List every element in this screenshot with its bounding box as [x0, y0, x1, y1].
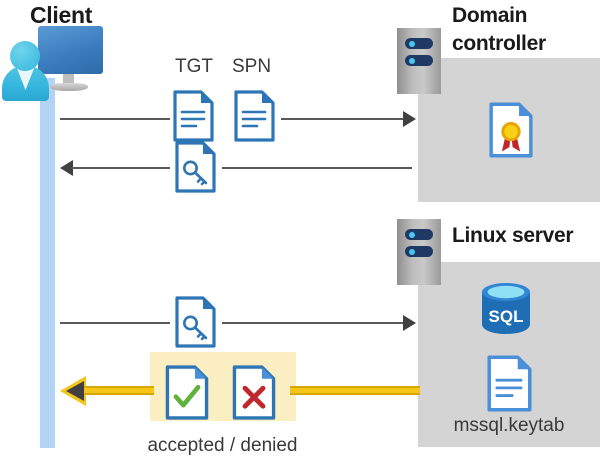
server-bay: [405, 55, 433, 66]
flow-line-present-right: [222, 322, 403, 324]
flow-line-return-right: [222, 167, 412, 169]
key-document-icon-present: [175, 296, 216, 348]
page-title-domain-controller: Domain controller: [452, 2, 600, 58]
key-document-icon-ticket: [175, 141, 216, 193]
page-title-linux-server: Linux server: [452, 224, 574, 247]
monitor-base: [50, 83, 88, 91]
flow-line-request-left: [60, 118, 170, 120]
keytab-filename-label: mssql.keytab: [453, 415, 565, 436]
flow-line-request-right: [281, 118, 403, 120]
arrowhead-result-inner: [66, 381, 84, 401]
tgt-label: TGT: [175, 56, 213, 77]
server-rack-icon-linux: [397, 219, 441, 285]
text-document-icon-tgt: [173, 90, 214, 142]
server-led-icon: [409, 57, 415, 64]
text-document-icon-spn: [234, 90, 275, 142]
monitor-neck: [63, 74, 74, 85]
arrowhead-present-ticket: [403, 315, 416, 331]
flow-line-present-left: [60, 322, 170, 324]
check-document-icon-accepted: [165, 365, 209, 420]
person-head-icon: [10, 41, 40, 71]
server-bay: [405, 246, 433, 257]
flow-line-return-left: [72, 167, 170, 169]
server-rack-icon-domain-controller: [397, 28, 441, 94]
flow-line-result-left: [84, 386, 154, 395]
server-bay: [405, 229, 433, 240]
server-bay: [405, 38, 433, 49]
cross-document-icon-denied: [232, 365, 276, 420]
sql-label: SQL: [489, 307, 524, 326]
server-led-icon: [409, 40, 415, 47]
sql-database-icon: SQL: [478, 279, 534, 337]
domain-controller-title-line2: controller: [452, 32, 546, 55]
spn-label: SPN: [232, 56, 272, 77]
auth-result-label: accepted / denied: [147, 435, 298, 456]
client-lifeline: [40, 78, 55, 448]
arrowhead-request-tgt: [403, 111, 416, 127]
user-at-monitor-icon: [0, 20, 110, 105]
page-title-client: Client: [30, 2, 93, 28]
domain-controller-title-line1: Domain: [452, 4, 528, 27]
server-led-icon: [409, 231, 415, 238]
flow-line-result-right: [290, 386, 420, 395]
arrowhead-return-ticket: [60, 160, 73, 176]
server-led-icon: [409, 248, 415, 255]
monitor-screen-icon: [38, 26, 103, 74]
certificate-document-icon: [489, 102, 533, 158]
keytab-document-icon: [487, 355, 532, 412]
